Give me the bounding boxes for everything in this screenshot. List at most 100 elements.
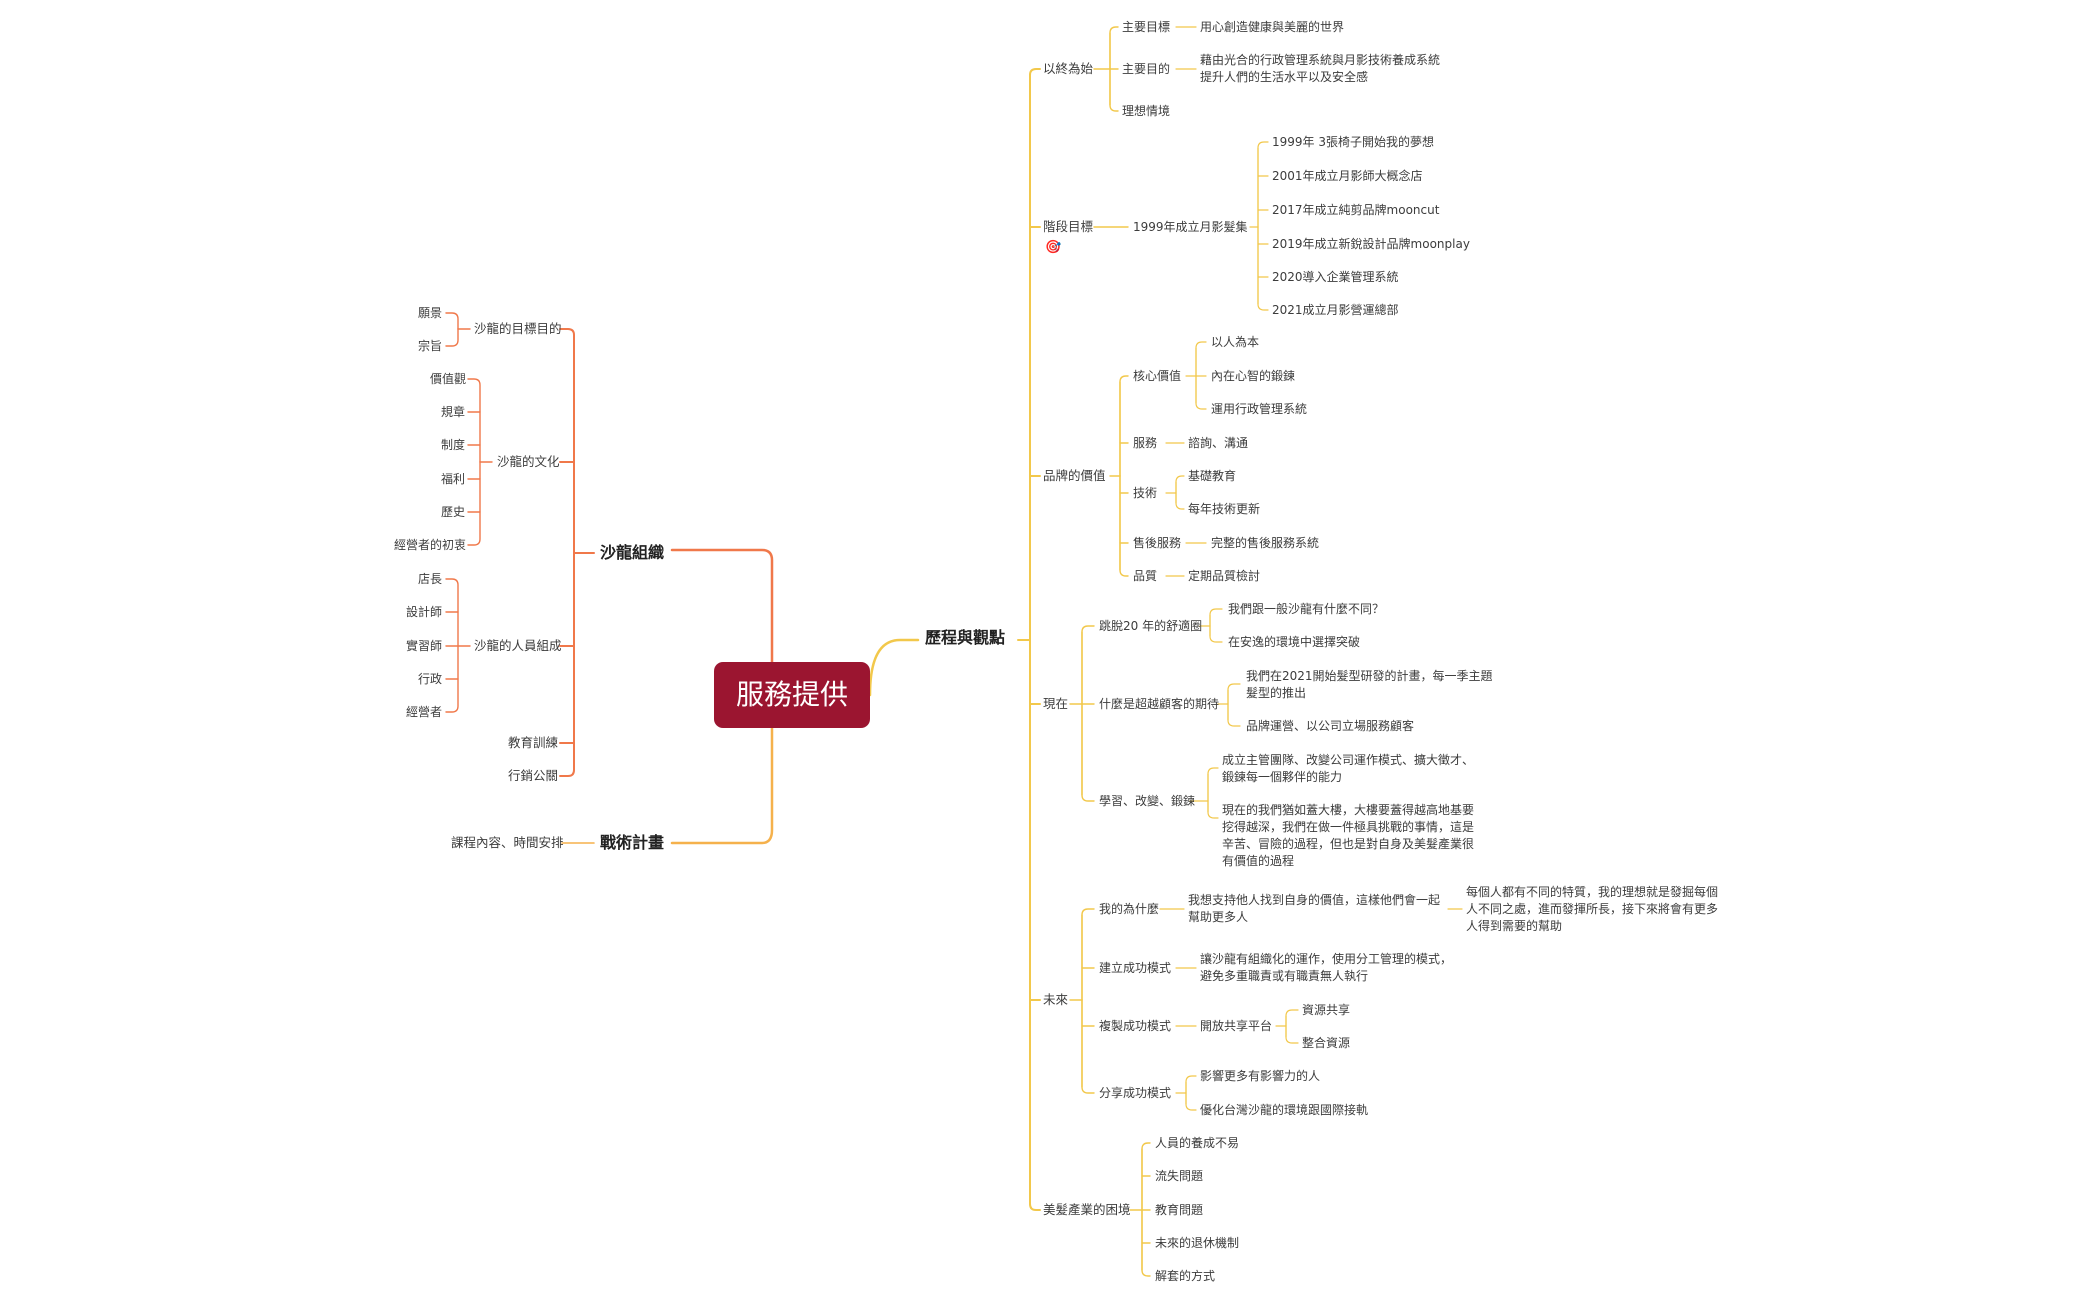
- brand-quality-text[interactable]: 定期品質檢討: [1188, 569, 1261, 583]
- future-copy-2[interactable]: 整合資源: [1302, 1036, 1351, 1050]
- stage-1999[interactable]: 1999年成立月影髮集: [1133, 220, 1248, 234]
- branch-line: [1185, 1075, 1197, 1094]
- future-copy-platform[interactable]: 開放共享平台: [1200, 1019, 1273, 1033]
- training-topic[interactable]: 教育訓練: [508, 735, 559, 750]
- culture-rules[interactable]: 規章: [441, 405, 466, 419]
- future-build[interactable]: 建立成功模式: [1099, 961, 1172, 975]
- culture-welfare[interactable]: 福利: [441, 472, 466, 486]
- branch-line: [1257, 141, 1269, 228]
- branch-line: [1081, 908, 1095, 1001]
- branch-line: [445, 645, 459, 713]
- goal-topic[interactable]: 沙龍的目標目的: [474, 321, 562, 336]
- branch-line: [1175, 475, 1185, 494]
- brand-tech[interactable]: 技術: [1133, 486, 1158, 500]
- brand-core[interactable]: 核心價值: [1133, 369, 1182, 383]
- dilemma-2[interactable]: 流失問題: [1155, 1169, 1204, 1183]
- dilemma-4[interactable]: 未來的退休機制: [1155, 1236, 1240, 1250]
- culture-values[interactable]: 價值觀: [430, 372, 467, 386]
- root-to-history: [868, 638, 920, 697]
- begin-topic[interactable]: 以終為始: [1043, 61, 1094, 76]
- staff-owner[interactable]: 經營者: [406, 705, 443, 719]
- begin-goal-text[interactable]: 用心創造健康與美麗的世界: [1200, 20, 1345, 34]
- branch-line: [1081, 703, 1095, 802]
- staff-manager[interactable]: 店長: [418, 572, 443, 586]
- branch-line: [1175, 492, 1185, 510]
- future-share-2[interactable]: 優化台灣沙龍的環境跟國際接軌: [1200, 1103, 1369, 1117]
- future-why[interactable]: 我的為什麼: [1099, 902, 1160, 916]
- brand-quality[interactable]: 品質: [1133, 569, 1158, 583]
- goal-vision[interactable]: 願景: [418, 306, 443, 320]
- root-to-tactics: [670, 726, 774, 845]
- future-why-detail[interactable]: 每個人都有不同的特質，我的理想就是發掘每個人不同之處，進而發揮所長，接下來將會有…: [1466, 885, 1719, 933]
- staff-intern[interactable]: 實習師: [406, 639, 443, 653]
- dilemma-topic[interactable]: 美髮產業的困境: [1043, 1202, 1131, 1217]
- now-exceed-1[interactable]: 我們在2021開始髮型研發的計畫，每一季主題髮型的推出: [1246, 669, 1493, 700]
- now-topic[interactable]: 現在: [1043, 696, 1069, 711]
- stage-item-4[interactable]: 2019年成立新銳設計品牌moonplay: [1272, 237, 1470, 251]
- brand-service[interactable]: 服務: [1133, 436, 1158, 450]
- begin-ideal[interactable]: 理想情境: [1122, 104, 1171, 118]
- stage-item-3[interactable]: 2017年成立純剪品牌mooncut: [1272, 203, 1440, 217]
- brand-service-text[interactable]: 諮詢、溝通: [1188, 436, 1249, 450]
- stage-item-2[interactable]: 2001年成立月影師大概念店: [1272, 169, 1423, 183]
- future-copy-1[interactable]: 資源共享: [1302, 1003, 1351, 1017]
- begin-purpose[interactable]: 主要目的: [1122, 62, 1171, 76]
- brand-after[interactable]: 售後服務: [1133, 536, 1182, 550]
- begin-goal[interactable]: 主要目標: [1122, 20, 1171, 34]
- dilemma-5[interactable]: 解套的方式: [1155, 1269, 1216, 1283]
- dilemma-1[interactable]: 人員的養成不易: [1155, 1136, 1240, 1150]
- future-share-1[interactable]: 影響更多有影響力的人: [1200, 1069, 1321, 1083]
- brand-after-text[interactable]: 完整的售後服務系統: [1211, 536, 1320, 550]
- now-comfort-2[interactable]: 在安逸的環境中選擇突破: [1228, 635, 1361, 649]
- brand-tech-1[interactable]: 基礎教育: [1188, 469, 1237, 483]
- stage-item-1[interactable]: 1999年 3張椅子開始我的夢想: [1272, 135, 1434, 149]
- now-exceed-2[interactable]: 品牌運營、以公司立場服務顧客: [1246, 719, 1415, 733]
- future-share[interactable]: 分享成功模式: [1099, 1086, 1172, 1100]
- dilemma-3[interactable]: 教育問題: [1155, 1203, 1204, 1217]
- now-comfort[interactable]: 跳脫20 年的舒適圈: [1099, 619, 1203, 633]
- culture-system[interactable]: 制度: [441, 438, 466, 452]
- tactics-course[interactable]: 課程內容、時間安排: [451, 835, 564, 850]
- branch-line: [1195, 341, 1207, 377]
- now-learn-1[interactable]: 成立主管團隊、改變公司運作模式、擴大徵才、鍛鍊每一個夥伴的能力: [1222, 753, 1475, 784]
- culture-founder-intent[interactable]: 經營者的初衷: [394, 538, 467, 552]
- culture-topic[interactable]: 沙龍的文化: [497, 454, 560, 469]
- branch-line: [467, 461, 481, 546]
- staff-topic[interactable]: 沙龍的人員組成: [474, 638, 562, 653]
- branch-line: [559, 552, 575, 777]
- root-topic[interactable]: 服務提供: [714, 662, 870, 728]
- brand-core-1[interactable]: 以人為本: [1211, 335, 1260, 349]
- now-learn-2[interactable]: 現在的我們猶如蓋大樓，大樓要蓋得越高地基要挖得越深，我們在做一件極具挑戰的事情，…: [1222, 803, 1475, 868]
- goal-purpose[interactable]: 宗旨: [418, 339, 443, 353]
- future-copy[interactable]: 複製成功模式: [1099, 1019, 1172, 1033]
- target-icon: 🎯: [1045, 240, 1062, 255]
- culture-history[interactable]: 歷史: [441, 505, 466, 519]
- topic-tactics[interactable]: 戰術計畫: [600, 833, 665, 852]
- stage-topic[interactable]: 階段目標: [1043, 219, 1094, 234]
- now-comfort-1[interactable]: 我們跟一般沙龍有什麼不同？: [1228, 602, 1385, 616]
- staff-designer[interactable]: 設計師: [406, 605, 443, 619]
- branch-line: [445, 312, 459, 330]
- brand-topic[interactable]: 品牌的價值: [1043, 468, 1106, 483]
- now-exceed[interactable]: 什麼是超越顧客的期待: [1099, 697, 1220, 711]
- branch-line: [1207, 767, 1219, 802]
- future-why-text[interactable]: 我想支持他人找到自身的價值，這樣他們會一起幫助更多人: [1188, 893, 1441, 924]
- brand-tech-2[interactable]: 每年技術更新: [1188, 502, 1261, 516]
- future-build-text[interactable]: 讓沙龍有組織化的運作，使用分工管理的模式，避免多重職責或有職責無人執行: [1200, 952, 1453, 983]
- begin-purpose-text[interactable]: 藉由光合的行政管理系統與月影技術養成系統提升人們的生活水平以及安全感: [1200, 53, 1441, 84]
- topic-salon-org[interactable]: 沙龍組織: [600, 543, 665, 562]
- staff-admin[interactable]: 行政: [418, 672, 443, 686]
- now-learn[interactable]: 學習、改變、鍛鍊: [1099, 794, 1196, 808]
- branch-line: [1081, 999, 1095, 1094]
- topic-history-views[interactable]: 歷程與觀點: [925, 628, 1006, 647]
- brand-core-3[interactable]: 運用行政管理系統: [1211, 402, 1308, 416]
- future-topic[interactable]: 未來: [1043, 992, 1069, 1007]
- branch-line: [1209, 625, 1223, 643]
- marketing-topic[interactable]: 行銷公關: [508, 768, 559, 783]
- branch-line: [1227, 703, 1241, 727]
- brand-core-2[interactable]: 內在心智的鍛鍊: [1211, 369, 1296, 383]
- stage-item-6[interactable]: 2021成立月影營運總部: [1272, 303, 1399, 317]
- stage-item-5[interactable]: 2020導入企業管理系統: [1272, 270, 1399, 284]
